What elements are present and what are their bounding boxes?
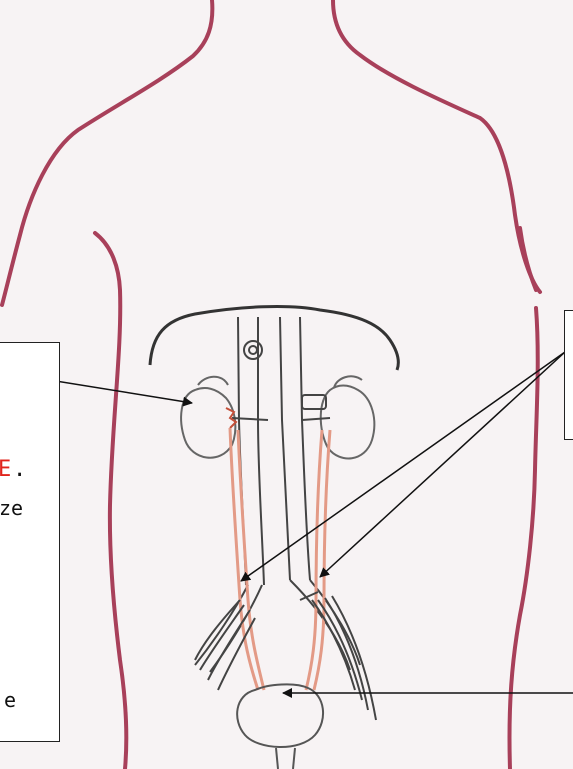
adrenal-gland	[244, 341, 262, 359]
left-label-box	[0, 342, 60, 742]
ureters	[230, 428, 330, 690]
arrow-to-right-ureter	[320, 352, 565, 577]
left-label-line-e: e	[4, 690, 16, 710]
torso-left	[95, 233, 126, 769]
left-label-period: .	[13, 460, 26, 480]
left-label-red-letter: E	[0, 460, 11, 480]
neck-left	[2, 0, 212, 305]
left-label-line-ze: ze	[0, 498, 23, 518]
kidney-left	[181, 377, 235, 458]
pelvic-vessels	[195, 592, 376, 720]
right-label-box	[564, 310, 573, 440]
vena-cava	[280, 317, 290, 580]
arm-right-hint	[520, 228, 536, 290]
arrow-to-left-ureter	[241, 352, 565, 581]
diaphragm-line	[150, 307, 398, 370]
torso-right	[509, 308, 537, 769]
neck-right	[333, 0, 540, 292]
body-outline	[2, 0, 540, 769]
great-vessels	[195, 317, 360, 672]
urethra	[276, 748, 295, 769]
bladder	[237, 684, 323, 769]
